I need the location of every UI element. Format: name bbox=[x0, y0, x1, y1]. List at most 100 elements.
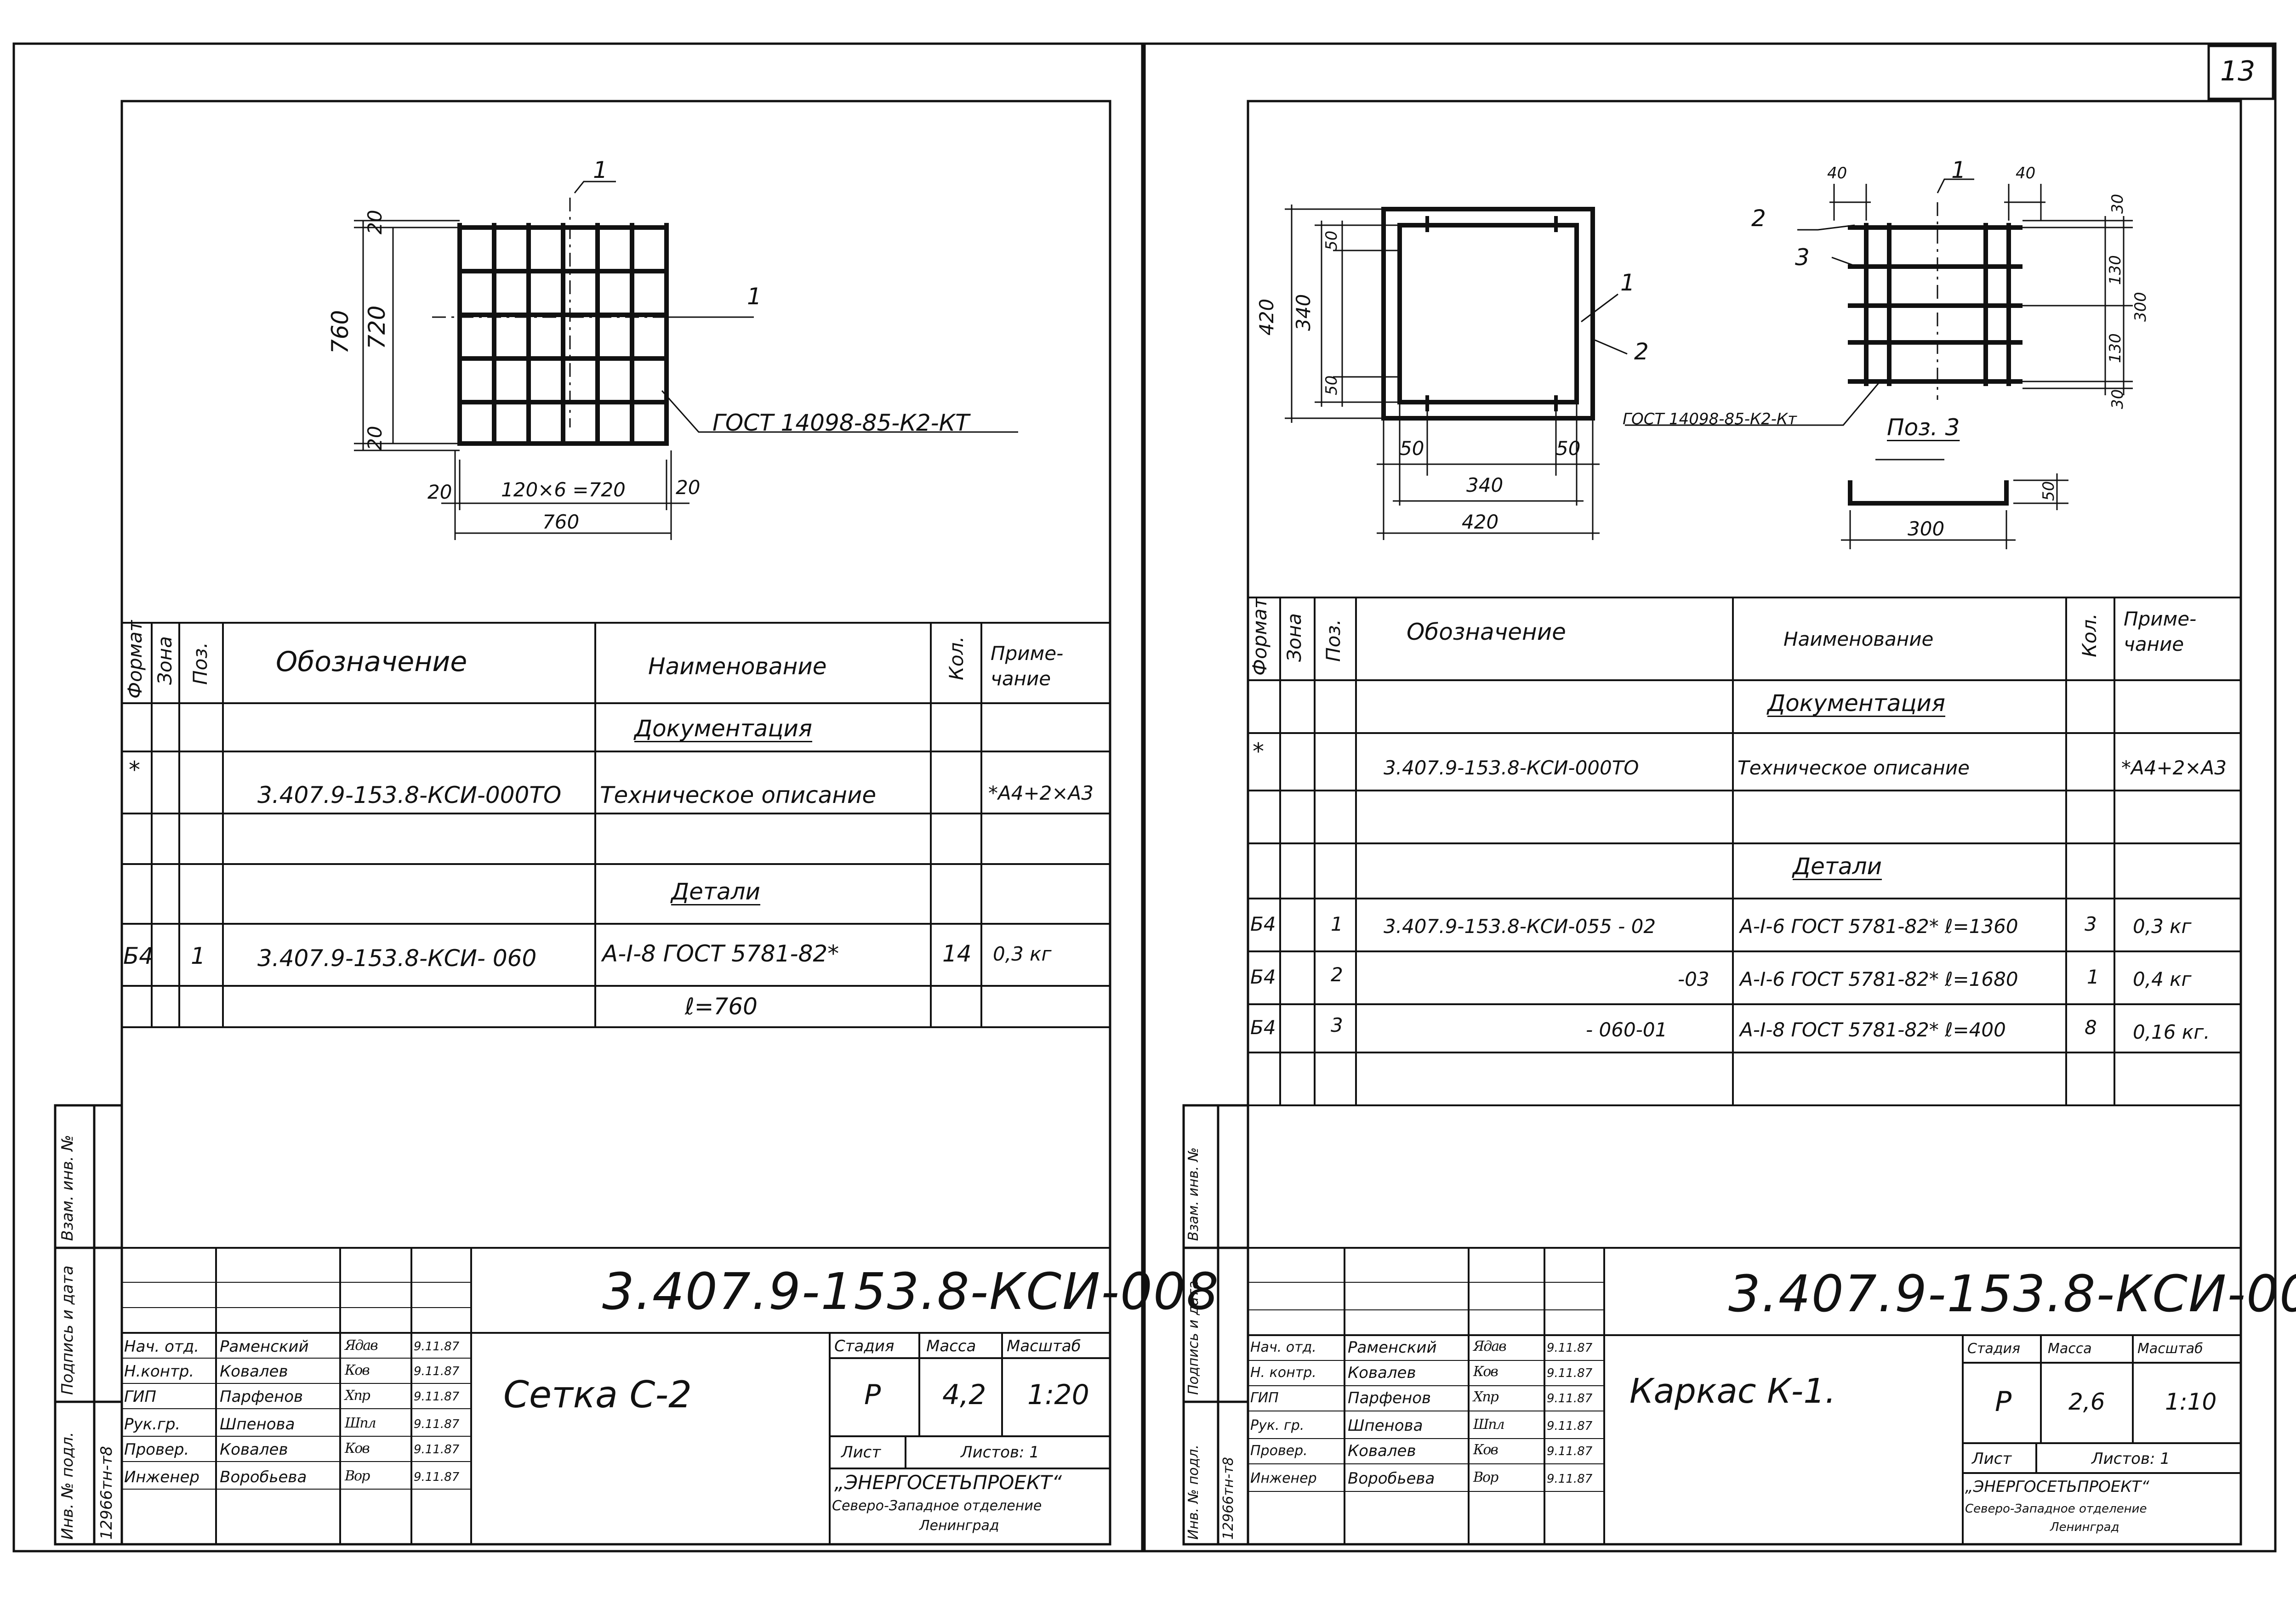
pos3-dim-v: 50 bbox=[2040, 481, 2058, 501]
role-1: Н. контр. bbox=[1250, 1365, 1316, 1381]
row-part2-name: А-I-6 ГОСТ 5781-82* ℓ=1680 bbox=[1740, 968, 2018, 990]
header-format: Формат bbox=[124, 620, 146, 699]
header-designation: Обозначение bbox=[276, 646, 467, 678]
row-part3-format: Б4 bbox=[1250, 1016, 1276, 1039]
date-4: 9.11.87 bbox=[1547, 1445, 1593, 1458]
row-part1-pos: 1 bbox=[191, 943, 205, 969]
header-note: Приме-чание bbox=[2124, 608, 2197, 655]
dim-total-vertical: 760 bbox=[327, 310, 353, 354]
org-name: „ЭНЕРГОСЕТЬПРОЕКТ“ bbox=[1965, 1478, 2149, 1496]
side-dim-30-bot: 30 bbox=[2108, 389, 2127, 409]
row-doc-note: *А4+2×А3 bbox=[2121, 757, 2227, 779]
org-city: Ленинград bbox=[919, 1518, 999, 1534]
sheet-label: Лист bbox=[1972, 1450, 2012, 1468]
row-doc-designation: 3.407.9-153.8-КСИ-000ТО bbox=[1384, 757, 1639, 779]
name-1: Ковалев bbox=[220, 1362, 288, 1381]
signature-0: Ядав bbox=[345, 1337, 378, 1354]
date-4: 9.11.87 bbox=[414, 1443, 460, 1456]
date-3: 9.11.87 bbox=[1547, 1419, 1593, 1433]
plan-dim-left-h: 50 bbox=[1400, 437, 1424, 460]
dim-edge-bottom: 20 bbox=[364, 426, 386, 450]
date-1: 9.11.87 bbox=[414, 1365, 460, 1378]
stamp-podpis: Подпись и дата bbox=[1185, 1280, 1202, 1395]
scale-label: Масштаб bbox=[1007, 1337, 1081, 1355]
row-doc-note: *А4+2×А3 bbox=[988, 782, 1094, 804]
dim-inner-vertical: 720 bbox=[364, 305, 390, 349]
dim-edge-right: 20 bbox=[676, 476, 701, 499]
plan-dim-outer-h: 420 bbox=[1462, 511, 1499, 533]
gost-note: ГОСТ 14098-85-К2-Кт bbox=[1623, 410, 1797, 428]
signature-0: Ядав bbox=[1473, 1338, 1507, 1354]
row-part1-designation: 3.407.9-153.8-КСИ- 060 bbox=[257, 945, 537, 972]
date-3: 9.11.87 bbox=[414, 1417, 460, 1431]
mass-label: Масса bbox=[926, 1337, 976, 1355]
stamp-vzam: Взам. инв. № bbox=[1185, 1147, 1202, 1241]
header-pos: Поз. bbox=[189, 642, 211, 685]
side-dim-300-v: 300 bbox=[2131, 292, 2150, 322]
side-leader-2: 2 bbox=[1751, 205, 1766, 232]
plan-dim-inner-h: 340 bbox=[1466, 474, 1504, 496]
role-0: Нач. отд. bbox=[124, 1337, 199, 1356]
item-title: Каркас К-1. bbox=[1629, 1371, 1836, 1411]
name-2: Парфенов bbox=[1348, 1389, 1431, 1407]
role-5: Инженер bbox=[124, 1468, 199, 1486]
row-doc-format: * bbox=[129, 757, 140, 783]
row-part3-designation: - 060-01 bbox=[1586, 1018, 1668, 1041]
plan-dim-outer-v: 420 bbox=[1255, 298, 1278, 336]
header-qty: Кол. bbox=[945, 636, 968, 680]
row-doc-name: Техническое описание bbox=[600, 782, 877, 808]
sheets-label: Листов: 1 bbox=[961, 1443, 1039, 1462]
row-part3-pos: 3 bbox=[1331, 1014, 1343, 1036]
name-5: Воробьева bbox=[220, 1468, 307, 1486]
side-dim-30-top: 30 bbox=[2108, 193, 2127, 214]
stage-value: Р bbox=[864, 1379, 881, 1411]
role-4: Провер. bbox=[124, 1440, 189, 1459]
side-dim-top-left: 40 bbox=[1827, 164, 1847, 182]
org-dept: Северо-Западное отделение bbox=[832, 1498, 1042, 1514]
side-dim-top-right: 40 bbox=[2016, 164, 2036, 182]
row-part1-format: Б4 bbox=[123, 943, 154, 969]
row-part3-name: А-I-8 ГОСТ 5781-82* ℓ=400 bbox=[1740, 1018, 2006, 1041]
row-part3-note: 0,16 кг. bbox=[2133, 1021, 2210, 1043]
date-1: 9.11.87 bbox=[1547, 1366, 1593, 1380]
signature-2: Хпр bbox=[1473, 1389, 1499, 1405]
name-0: Раменский bbox=[220, 1337, 309, 1356]
role-3: Рук. гр. bbox=[1250, 1417, 1305, 1434]
role-2: ГИП bbox=[1250, 1390, 1279, 1406]
date-0: 9.11.87 bbox=[1547, 1341, 1593, 1355]
side-leader-1: 1 bbox=[1951, 157, 1966, 183]
row-part1-note: 0,3 кг bbox=[2133, 915, 2192, 938]
mass-value: 2,6 bbox=[2068, 1388, 2105, 1415]
header-zone: Зона bbox=[1283, 613, 1305, 662]
section-docs: Документация bbox=[1767, 690, 1945, 717]
role-4: Провер. bbox=[1250, 1443, 1308, 1459]
mass-label: Масса bbox=[2048, 1341, 2092, 1357]
section-parts: Детали bbox=[1793, 853, 1882, 880]
row-part1-format: Б4 bbox=[1250, 913, 1276, 935]
plan-dim-inner-v: 340 bbox=[1292, 294, 1315, 331]
row-doc-format: * bbox=[1253, 738, 1264, 765]
scale-value: 1:10 bbox=[2165, 1388, 2217, 1415]
name-0: Раменский bbox=[1348, 1338, 1437, 1357]
header-pos: Поз. bbox=[1322, 619, 1345, 662]
role-0: Нач. отд. bbox=[1250, 1339, 1316, 1355]
side-leader-3: 3 bbox=[1795, 244, 1810, 271]
date-2: 9.11.87 bbox=[1547, 1392, 1593, 1405]
sheet-label: Лист bbox=[841, 1443, 881, 1462]
signature-5: Вор bbox=[1473, 1469, 1498, 1485]
signature-1: Ков bbox=[345, 1362, 370, 1378]
header-designation: Обозначение bbox=[1407, 619, 1566, 645]
signature-3: Шпл bbox=[1473, 1417, 1505, 1433]
row-part2-note: 0,4 кг bbox=[2133, 968, 2192, 990]
mass-value: 4,2 bbox=[942, 1379, 986, 1411]
row-part1-qty: 14 bbox=[942, 940, 972, 967]
page-number: 13 bbox=[2220, 55, 2256, 87]
stamp-inv-value: 12966тн-т8 bbox=[1220, 1457, 1236, 1540]
plan-leader-1: 1 bbox=[1620, 269, 1635, 296]
date-5: 9.11.87 bbox=[414, 1470, 460, 1484]
gost-note: ГОСТ 14098-85-К2-КТ bbox=[712, 410, 969, 436]
row-part2-format: Б4 bbox=[1250, 966, 1276, 988]
pos3-label: Поз. 3 bbox=[1887, 414, 1960, 441]
row-part1-name: А-I-6 ГОСТ 5781-82* ℓ=1360 bbox=[1740, 915, 2018, 938]
